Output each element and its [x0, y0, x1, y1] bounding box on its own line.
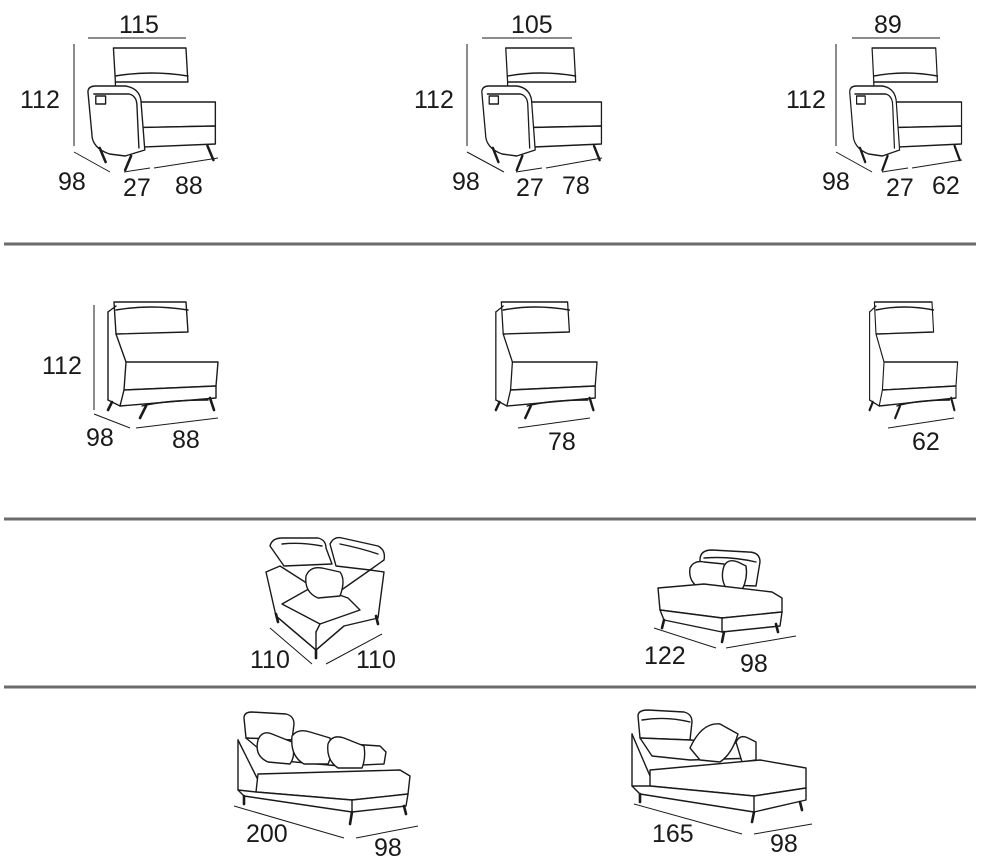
dim-depth: 98 [770, 830, 798, 858]
dim-length: 165 [652, 820, 694, 848]
armless-seat-88: 112 98 88 [42, 300, 220, 454]
dim-depth: 98 [822, 168, 850, 196]
recliner-module-78: 105 112 98 27 78 [414, 11, 603, 202]
dim-width: 88 [172, 426, 200, 454]
dim-arm: 27 [886, 174, 914, 202]
dim-left: 110 [250, 646, 290, 674]
pouf-with-backrest: 122 98 [644, 549, 797, 678]
chaise-longue-200: 200 98 [233, 711, 419, 862]
dim-seat: 62 [932, 172, 960, 200]
dim-right: 110 [356, 646, 396, 674]
dim-length: 200 [246, 820, 288, 848]
dim-width: 78 [548, 428, 576, 456]
armless-seat-62: 62 [868, 300, 959, 456]
dim-depth: 98 [452, 168, 480, 196]
dim-height: 112 [786, 86, 826, 114]
armless-seat-78: 78 [494, 300, 599, 456]
dim-height: 112 [414, 86, 454, 114]
dim-height: 112 [42, 352, 82, 380]
dim-top: 115 [119, 11, 159, 39]
dim-seat: 78 [562, 172, 590, 200]
recliner-module-88: 115 112 98 27 88 [20, 11, 219, 202]
corner-module: 110 110 [250, 536, 396, 674]
dim-top: 89 [874, 11, 902, 39]
dim-depth: 98 [86, 424, 114, 452]
dim-depth: 98 [374, 834, 402, 862]
dim-arm: 27 [516, 174, 544, 202]
recliner-module-62: 89 112 98 27 62 [786, 11, 963, 202]
dim-depth: 98 [740, 650, 768, 678]
dim-length: 122 [644, 642, 686, 670]
dim-top: 105 [511, 11, 553, 39]
dim-depth: 98 [58, 168, 86, 196]
dim-seat: 88 [175, 172, 203, 200]
dim-height: 112 [20, 86, 60, 114]
dim-width: 62 [912, 428, 940, 456]
dim-arm: 27 [123, 174, 151, 202]
chaise-longue-165: 165 98 [631, 709, 813, 858]
